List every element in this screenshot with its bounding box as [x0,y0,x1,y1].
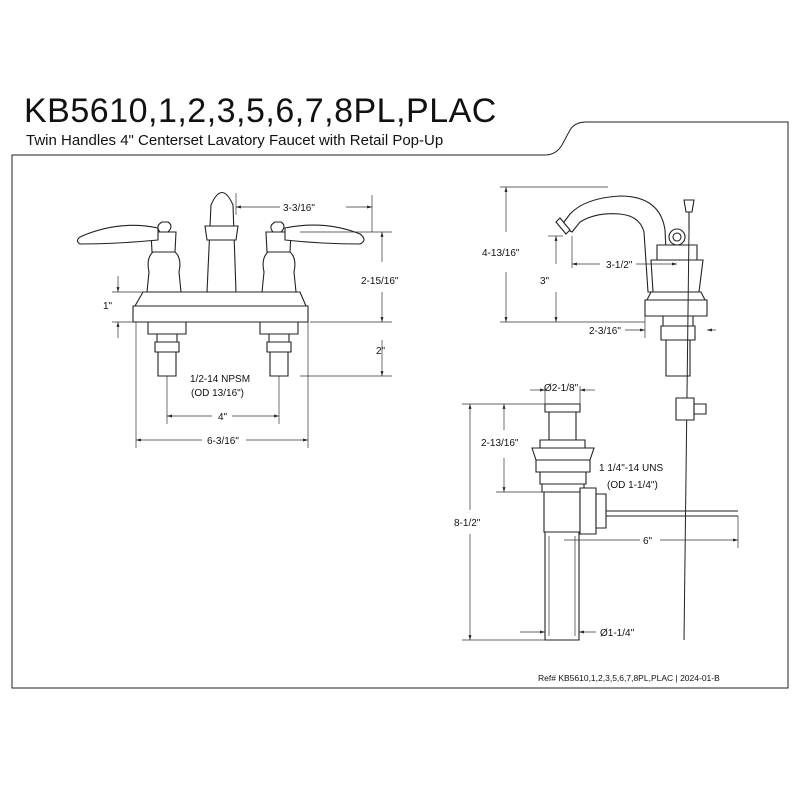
dim-tail-diameter: Ø1-1/4" [600,628,635,639]
sheet-border [11,121,789,689]
page-title: KB5610,1,2,3,5,6,7,8PL,PLAC [24,92,497,130]
dim-center-spacing: 4" [218,412,228,423]
dim-spout-offset: 3-3/16" [283,203,315,214]
left-handle [76,221,182,293]
spout [206,191,237,293]
dim-shank-length: 2" [376,346,386,357]
pivot-nut [579,487,597,535]
page-subtitle: Twin Handles 4" Centerset Lavatory Fauce… [26,132,444,149]
dim-overall-width: 6-3/16" [207,436,239,447]
dim-flange-diameter: Ø2-1/8" [544,383,579,394]
right-handle [261,221,365,293]
dim-overall-length: 8-1/2" [454,518,481,529]
lift-rod [683,229,690,641]
dim-lift-rod: 6" [643,536,653,547]
dim-nut-od: (OD 1-1/4") [607,480,658,491]
tailpiece [544,531,580,641]
dim-flange-height: 2-13/16" [481,438,519,449]
front-view: 3-3/16" 2-15/16" 1" 2" 1/2-14 NPSM (OD 1… [76,191,399,448]
side-view: 4-13/16" 3" 3-1/2" 2-3/16" [482,186,716,641]
dim-base-height: 1" [103,301,113,312]
side-shank [662,315,694,327]
drain-stopper [544,403,581,413]
dim-thread-spec: 1/2-14 NPSM [190,374,250,385]
dim-nut-thread: 1 1/4"-14 UNS [599,463,663,474]
dim-overall-height: 4-13/16" [482,248,520,259]
side-base [644,299,708,317]
dim-handle-height: 2-15/16" [361,276,399,287]
drain-body [543,491,581,533]
drain-flange [531,447,595,461]
right-shank [259,321,299,377]
dim-base-depth: 2-3/16" [589,326,621,337]
faucet-base [132,305,309,323]
drain-view: Ø2-1/8" 2-13/16" 1 1/4"-14 UNS (OD 1-1/4… [454,383,739,641]
dim-spout-height: 3" [540,276,550,287]
left-shank [147,321,187,377]
dim-thread-od: (OD 13/16") [191,388,244,399]
pop-up-knob [683,199,695,213]
reference-code: Ref# KB5610,1,2,3,5,6,7,8PL,PLAC | 2024-… [538,673,720,683]
dim-spout-reach: 3-1/2" [606,260,633,271]
